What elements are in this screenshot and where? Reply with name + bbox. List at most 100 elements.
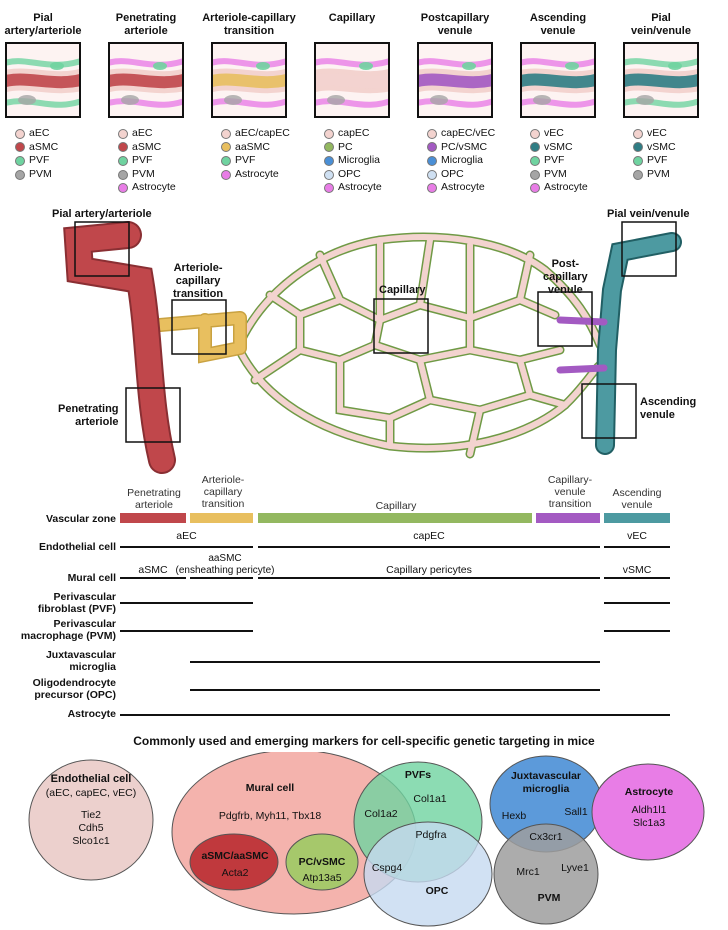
zone-bar-capillary	[258, 513, 532, 523]
marker-pvfs-genes: Col1a1	[413, 793, 447, 805]
line-pvm-v	[604, 630, 670, 632]
markers-title: Commonly used and emerging markers for c…	[133, 734, 595, 748]
marker-pcvsmc-title: PC/vSMC	[298, 856, 346, 868]
legend-swatch	[118, 128, 128, 139]
line-mural-aasmc	[190, 577, 253, 579]
marker-microglia-title: Juxtavascular microglia	[510, 770, 582, 795]
column-thumbnail-4	[417, 42, 493, 118]
zoom-boxes	[74, 221, 677, 443]
legend-label: PVF	[29, 154, 50, 167]
legend-label: vEC	[647, 127, 667, 139]
legend-item: aEC	[15, 127, 58, 141]
legend-label: aSMC	[29, 140, 59, 153]
legend-item: PVM	[118, 168, 176, 182]
column-title-3: Capillary	[328, 12, 376, 24]
legend-swatch	[324, 128, 334, 139]
legend-item: capEC/vEC	[427, 127, 495, 141]
venn-pcvsmc	[285, 833, 359, 891]
legend-item: Microglia	[324, 154, 382, 168]
legend-label: Microglia	[338, 154, 381, 167]
legend-item: PVM	[530, 168, 588, 182]
venn-pvm	[493, 823, 599, 925]
legend-item: PVF	[118, 154, 176, 168]
legend-swatch	[118, 155, 128, 166]
marker-pvm-g2: Lyve1	[561, 862, 589, 874]
line-endo-vec	[604, 546, 670, 548]
line-microglia	[190, 661, 600, 663]
marker-endo-genes: Tie2 Cdh5 Slco1c1	[72, 809, 110, 847]
legend-label: Astrocyte	[132, 181, 176, 194]
marker-asmc-genes: Acta2	[221, 867, 249, 879]
column-thumbnail-6	[623, 42, 699, 118]
legend-swatch	[633, 155, 643, 166]
legend-label: aEC	[132, 127, 153, 139]
thumbnail-art	[625, 44, 697, 116]
mural-pericytes: Capillary pericytes	[386, 564, 472, 576]
legend-label: capEC/vEC	[441, 127, 496, 139]
vein-vessel	[556, 232, 682, 455]
zone-header-cv-transition: Capillary- venule transition	[547, 474, 593, 510]
line-endo-capec	[258, 546, 600, 548]
legend-label: PC/vSMC	[441, 140, 488, 153]
legend-swatch	[324, 169, 334, 180]
legend-swatch	[118, 183, 128, 194]
legend-swatch	[324, 183, 334, 194]
mural-asmc: aSMC	[138, 564, 168, 576]
legend-swatch	[118, 169, 128, 180]
column-thumbnail-3	[314, 42, 390, 118]
thumbnail-art	[110, 44, 182, 116]
legend-item: vSMC	[530, 141, 588, 155]
legend-item: Astrocyte	[324, 181, 382, 195]
label-pial-artery: Pial artery/arteriole	[52, 208, 152, 220]
legend-swatch	[15, 155, 25, 166]
line-mural-vsmc	[604, 577, 670, 579]
zone-bar-penetrating	[120, 513, 186, 523]
artery-vessel	[63, 221, 176, 474]
legend-label: PVF	[647, 154, 668, 167]
legend-item: aEC	[118, 127, 176, 141]
label-postcapillary: Post- capillary venule	[543, 258, 588, 296]
legend-swatch	[633, 142, 643, 153]
row-mural: Mural cell	[67, 572, 116, 584]
legend-item: vEC	[530, 127, 588, 141]
legend-swatch	[530, 128, 540, 139]
line-opc	[190, 689, 600, 691]
legend-label: aEC	[29, 127, 50, 139]
marker-col1a2: Col1a2	[364, 808, 398, 820]
legend-swatch	[427, 155, 437, 166]
zone-bar-cv-transition	[536, 513, 600, 523]
legend-swatch	[15, 169, 25, 180]
legend-swatch	[530, 169, 540, 180]
legend-item: PC/vSMC	[427, 141, 495, 155]
column-thumbnail-0	[5, 42, 81, 118]
label-capillary: Capillary	[379, 284, 426, 296]
column-thumbnail-2	[211, 42, 287, 118]
line-mural-asmc	[120, 577, 186, 579]
column-title-6: Pial vein/venule	[631, 12, 691, 37]
legend-item: PVF	[15, 154, 58, 168]
row-pvf: Perivascular fibroblast (PVF)	[37, 591, 116, 615]
legend-swatch	[221, 169, 231, 180]
row-astrocyte: Astrocyte	[67, 708, 116, 720]
marker-endo-title: Endothelial cell	[50, 773, 132, 785]
column-title-2: Arteriole-capillary transition	[202, 12, 296, 37]
line-pvf-a	[120, 602, 253, 604]
legend-item: aSMC	[118, 141, 176, 155]
markers-venn	[28, 752, 705, 927]
legend-item: PVF	[530, 154, 588, 168]
legend-item: PVM	[15, 168, 58, 182]
legend-swatch	[530, 155, 540, 166]
legend-item: aaSMC	[221, 141, 290, 155]
legend-item: OPC	[427, 168, 495, 182]
legend-label: OPC	[338, 167, 361, 180]
legend-label: vEC	[544, 127, 564, 139]
column-title-1: Penetrating arteriole	[115, 12, 177, 37]
marker-mural-genes: Pdgfrb, Myh11, Tbx18	[218, 810, 322, 822]
endo-aec: aEC	[176, 530, 197, 542]
marker-opc-title: OPC	[425, 885, 449, 897]
legend-label: PVF	[235, 154, 256, 167]
legend-label: Microglia	[441, 154, 484, 167]
legend-item: Astrocyte	[118, 181, 176, 195]
